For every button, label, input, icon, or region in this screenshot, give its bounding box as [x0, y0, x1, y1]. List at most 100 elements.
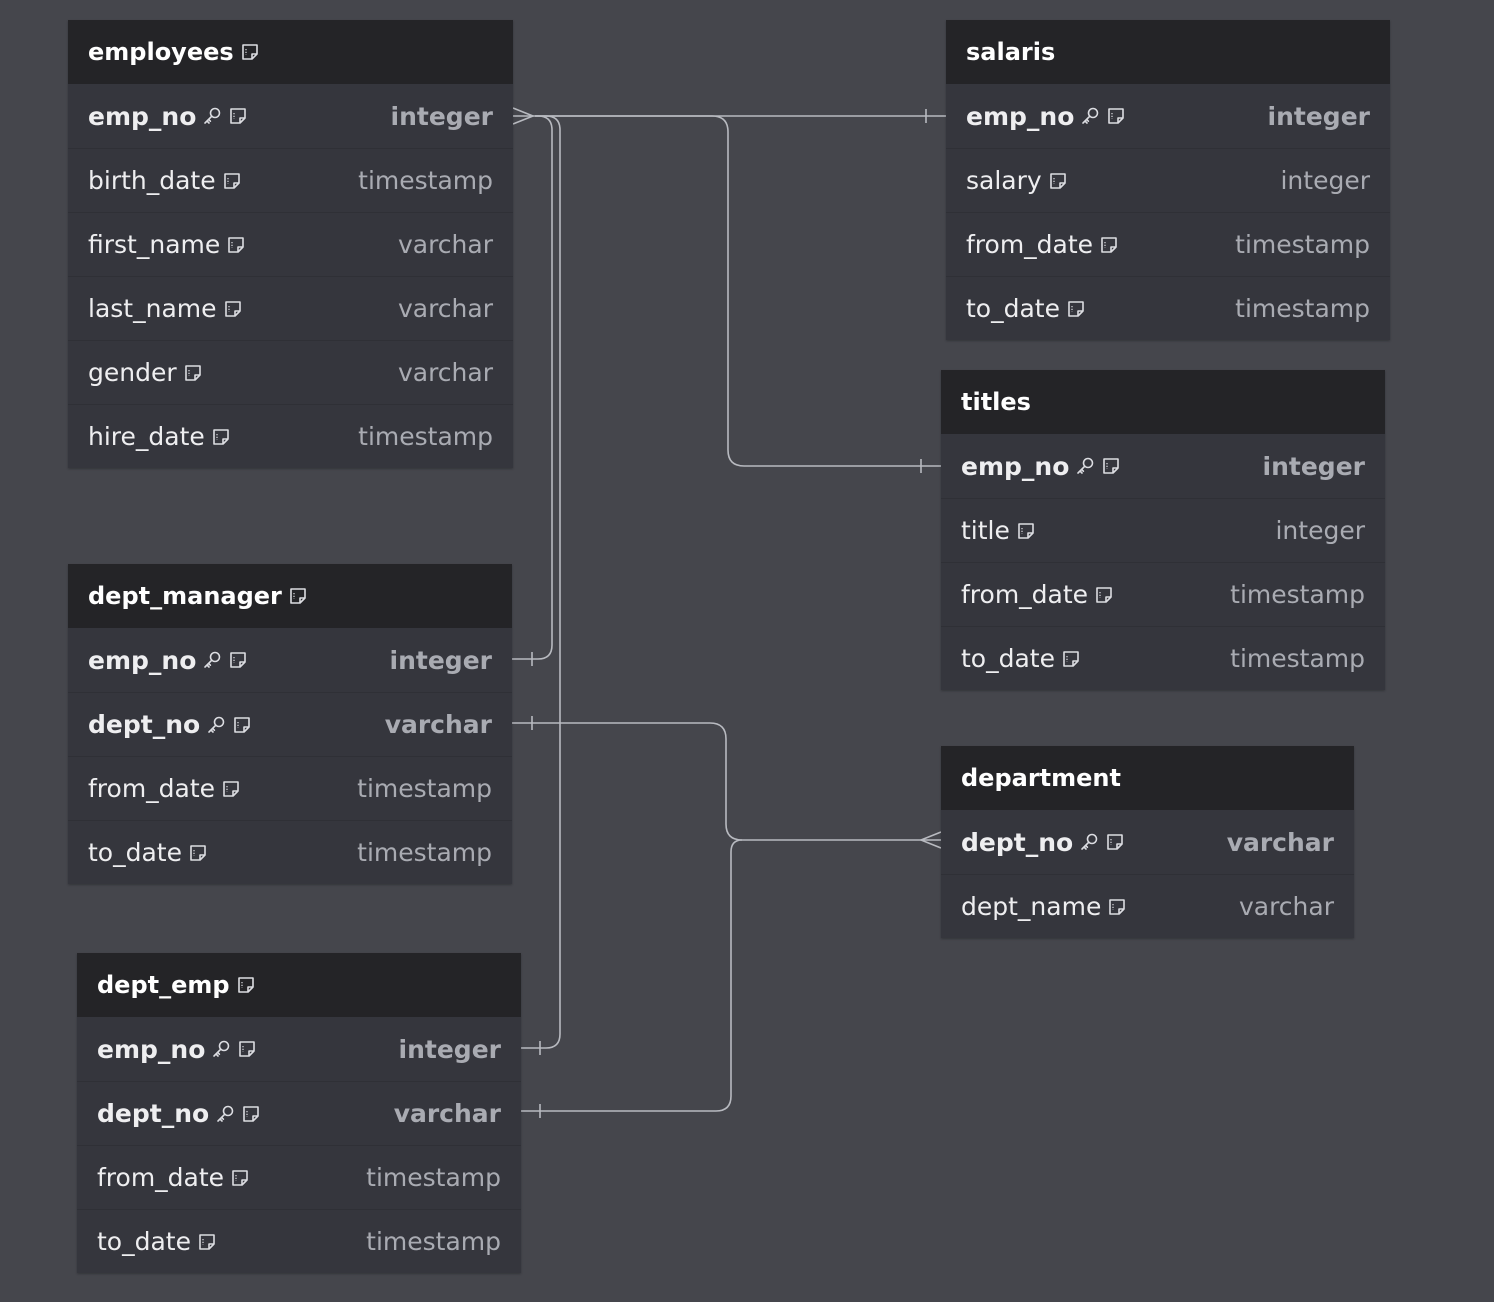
key-icon[interactable] [215, 1104, 235, 1124]
column-name: emp_no [966, 101, 1075, 131]
column-name-group: emp_no [88, 102, 248, 131]
note-icon[interactable] [188, 843, 208, 863]
key-icon[interactable] [202, 106, 222, 126]
note-icon[interactable] [197, 1232, 217, 1252]
table-header[interactable]: employees [68, 20, 513, 84]
column-name-group: first_name [88, 230, 246, 259]
note-icon[interactable] [236, 975, 256, 995]
column-name-group: to_date [966, 294, 1086, 323]
column-name-group: dept_no [88, 710, 252, 739]
note-icon[interactable] [1048, 171, 1068, 191]
note-icon[interactable] [228, 106, 248, 126]
column-name-group: last_name [88, 294, 243, 323]
rel-department-dept-manager [512, 716, 942, 849]
note-icon[interactable] [1105, 832, 1125, 852]
note-icon[interactable] [183, 363, 203, 383]
column-name: from_date [88, 774, 216, 803]
table-header[interactable]: dept_manager [68, 564, 512, 628]
note-icon[interactable] [1106, 106, 1126, 126]
key-icon[interactable] [211, 1039, 231, 1059]
note-icon[interactable] [241, 1104, 261, 1124]
note-icon[interactable] [1101, 456, 1121, 476]
key-icon[interactable] [1079, 832, 1099, 852]
note-icon[interactable] [230, 1168, 250, 1188]
note-icon[interactable] [226, 235, 246, 255]
key-icon[interactable] [1075, 456, 1095, 476]
note-icon[interactable] [240, 42, 260, 62]
column-name: gender [88, 358, 177, 387]
column-row-gender[interactable]: gender varchar [68, 340, 513, 404]
note-icon[interactable] [1066, 299, 1086, 319]
note-icon[interactable] [221, 779, 241, 799]
note-icon[interactable] [1016, 521, 1036, 541]
many-cardinality-marker [512, 107, 536, 125]
column-name: hire_date [88, 422, 205, 451]
column-name-group: dept_name [961, 892, 1127, 921]
table-title: titles [961, 388, 1031, 416]
note-icon[interactable] [232, 715, 252, 735]
table-header[interactable]: department [941, 746, 1354, 810]
column-name-group: from_date [88, 774, 241, 803]
column-row-emp-no[interactable]: emp_no integer [946, 84, 1390, 148]
key-icon[interactable] [206, 715, 226, 735]
column-row-title[interactable]: title integer [941, 498, 1385, 562]
note-icon[interactable] [1061, 649, 1081, 669]
table-title: department [961, 764, 1121, 792]
note-icon[interactable] [222, 171, 242, 191]
column-type: integer [1267, 101, 1370, 131]
note-icon[interactable] [1099, 235, 1119, 255]
note-icon[interactable] [1107, 897, 1127, 917]
note-icon[interactable] [1094, 585, 1114, 605]
column-name: title [961, 516, 1010, 545]
note-icon[interactable] [237, 1039, 257, 1059]
note-icon[interactable] [288, 586, 308, 606]
table-header[interactable]: dept_emp [77, 953, 521, 1017]
note-icon[interactable] [211, 427, 231, 447]
column-name: to_date [961, 644, 1055, 673]
column-name: emp_no [97, 1034, 206, 1064]
key-icon[interactable] [202, 650, 222, 670]
table-header[interactable]: titles [941, 370, 1385, 434]
table-header[interactable]: salaris [946, 20, 1390, 84]
column-type: timestamp [1230, 580, 1365, 609]
key-icon[interactable] [1080, 106, 1100, 126]
column-type: integer [1275, 516, 1365, 545]
column-type: varchar [397, 358, 493, 387]
column-name: dept_no [88, 710, 201, 739]
note-icon[interactable] [228, 650, 248, 670]
note-icon[interactable] [223, 299, 243, 319]
table-title: dept_emp [97, 971, 230, 999]
column-type: timestamp [358, 166, 493, 195]
column-type: timestamp [366, 1227, 501, 1256]
column-name: emp_no [961, 451, 1070, 481]
column-name-group: from_date [97, 1163, 250, 1192]
column-name-group: emp_no [88, 646, 248, 675]
